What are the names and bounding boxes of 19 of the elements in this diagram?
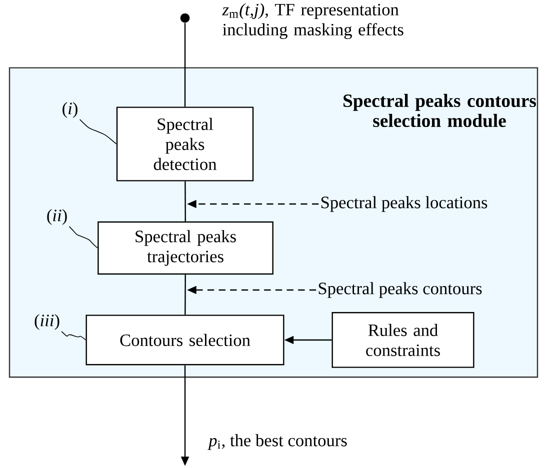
connector-line xyxy=(184,274,186,315)
callout-number: (iii) xyxy=(34,314,60,330)
callout-number: (i) xyxy=(62,102,78,118)
connector-line xyxy=(184,22,186,107)
process-box: Contours selection xyxy=(86,314,284,366)
signal-label: Spectral peaks locations xyxy=(321,196,488,212)
module-title: Spectral peaks contours selection module xyxy=(344,94,536,128)
signal-label: Spectral peaks contours xyxy=(318,282,482,298)
process-box: Spectral peaks trajectories xyxy=(98,221,274,275)
connector-line xyxy=(184,181,186,222)
input-label: z$_{m}$(t,j), TF representation including masking effects xyxy=(222,3,404,40)
leader-line xyxy=(61,331,86,340)
process-box: Rules and constraints xyxy=(332,312,474,368)
callout-number: (ii) xyxy=(47,209,67,225)
edge-label: p$_{i}$, the best contours xyxy=(208,434,347,450)
input-dot xyxy=(180,13,190,23)
leader-line xyxy=(68,226,98,248)
leader-line xyxy=(79,119,117,144)
process-box: Spectral peaks detection xyxy=(116,106,254,182)
